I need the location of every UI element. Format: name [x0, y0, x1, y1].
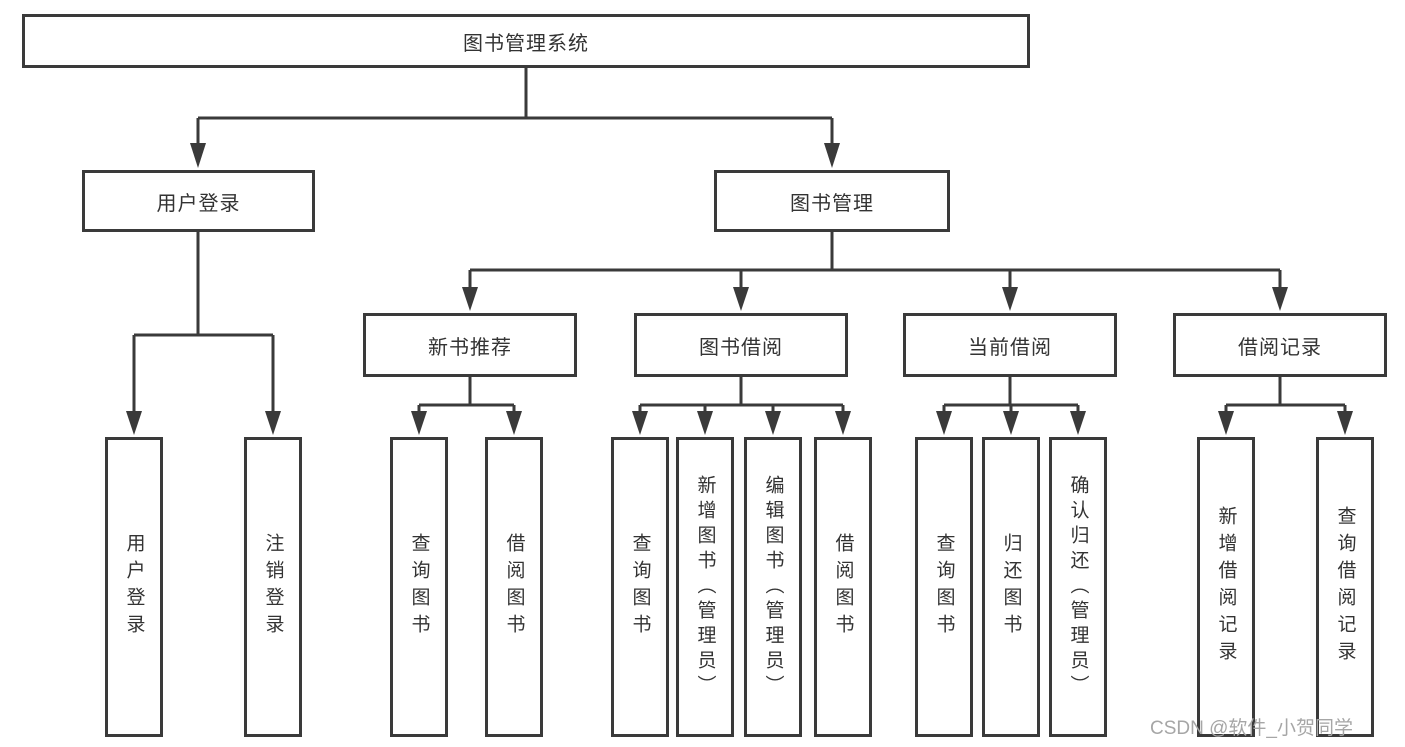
node-book-management-branch: 图书管理: [714, 170, 950, 232]
arrowhead: [1218, 411, 1234, 435]
edge-records-children: [1224, 377, 1347, 416]
node-add-books-admin: 新增图书（管理员）: [676, 437, 734, 737]
node-current-borrowing: 当前借阅: [903, 313, 1117, 377]
edge-book-management-children: [468, 232, 1282, 290]
arrowhead: [1002, 287, 1018, 311]
node-logout-leaf: 注销登录: [244, 437, 302, 737]
edge-user-login-children: [132, 232, 275, 414]
arrowhead: [824, 143, 840, 168]
arrowhead: [733, 287, 749, 311]
edge-borrowing-children: [638, 377, 845, 416]
node-query-borrow-record: 查询借阅记录: [1316, 437, 1374, 737]
arrowhead: [1272, 287, 1288, 311]
node-add-borrow-record: 新增借阅记录: [1197, 437, 1255, 737]
arrowhead: [697, 411, 713, 435]
arrowhead: [632, 411, 648, 435]
arrowhead: [265, 411, 281, 435]
node-borrow-books-recommend: 借阅图书: [485, 437, 543, 737]
node-query-books-borrowing: 查询图书: [611, 437, 669, 737]
node-library-management-system: 图书管理系统: [22, 14, 1030, 68]
arrowhead: [190, 143, 206, 168]
node-return-books: 归还图书: [982, 437, 1040, 737]
edge-current-children: [942, 377, 1080, 416]
arrowhead: [1337, 411, 1353, 435]
arrowhead: [765, 411, 781, 435]
arrowhead: [1070, 411, 1086, 435]
node-borrow-books-leaf: 借阅图书: [814, 437, 872, 737]
node-confirm-return-admin: 确认归还（管理员）: [1049, 437, 1107, 737]
watermark-text: CSDN @软件_小贺同学: [1150, 718, 1353, 739]
node-query-books-recommend: 查询图书: [390, 437, 448, 737]
arrowhead: [936, 411, 952, 435]
arrowhead: [835, 411, 851, 435]
node-new-book-recommendation: 新书推荐: [363, 313, 577, 377]
node-borrowing-records: 借阅记录: [1173, 313, 1387, 377]
node-user-login-branch: 用户登录: [82, 170, 315, 232]
node-book-borrowing: 图书借阅: [634, 313, 848, 377]
arrowhead: [126, 411, 142, 435]
arrowhead: [506, 411, 522, 435]
node-edit-books-admin: 编辑图书（管理员）: [744, 437, 802, 737]
node-user-login-leaf: 用户登录: [105, 437, 163, 737]
arrowhead: [411, 411, 427, 435]
edge-root-to-level2: [196, 68, 834, 146]
edge-recommend-children: [417, 377, 516, 416]
arrowhead: [1003, 411, 1019, 435]
node-query-books-current: 查询图书: [915, 437, 973, 737]
arrowhead: [462, 287, 478, 311]
